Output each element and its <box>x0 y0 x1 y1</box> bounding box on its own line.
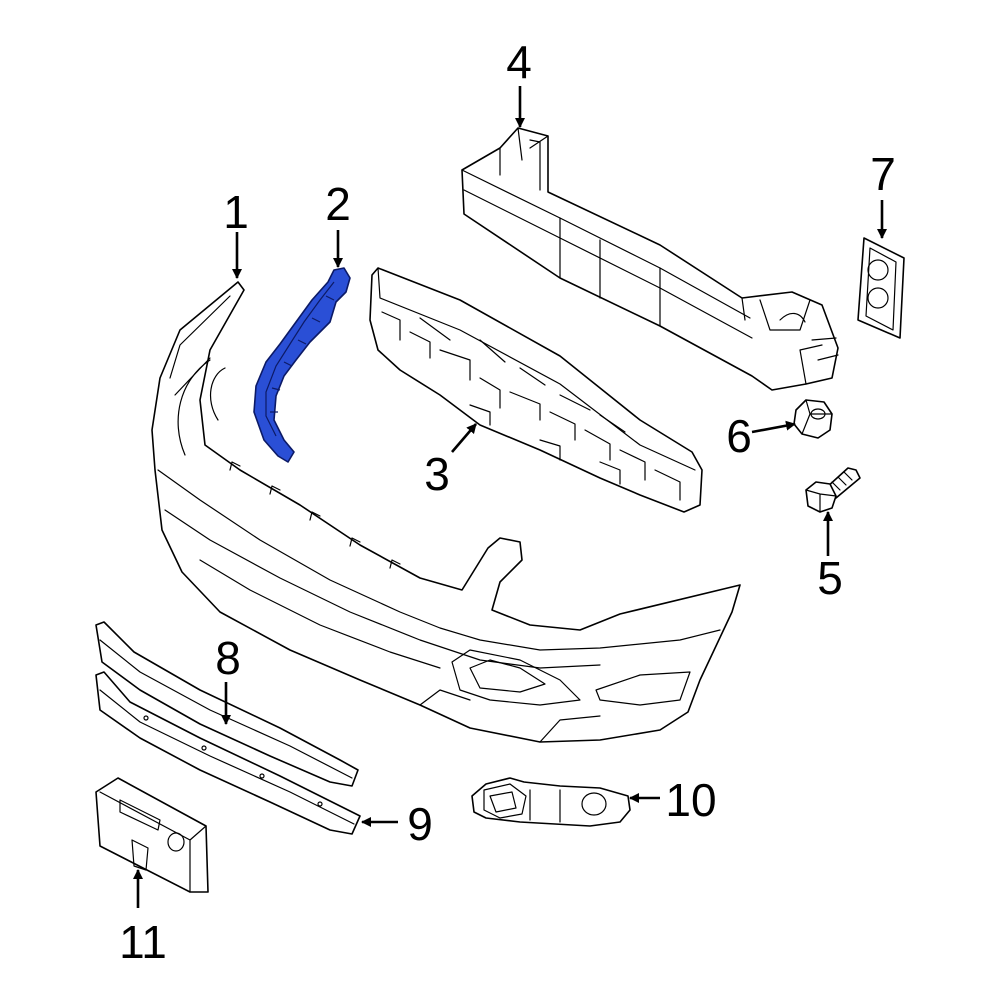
fog-lamp-bezel-part[interactable] <box>471 777 631 827</box>
bumper-cover-part[interactable] <box>151 281 741 743</box>
callout-7: 7 <box>870 148 896 200</box>
nut-part[interactable] <box>793 399 833 439</box>
reinforcement-beam-part[interactable] <box>461 127 839 391</box>
energy-absorber-part[interactable] <box>369 267 703 513</box>
callout-10: 10 <box>665 774 716 826</box>
callout-6: 6 <box>726 410 752 462</box>
callout-11: 11 <box>119 916 167 968</box>
callout-8: 8 <box>215 632 241 684</box>
callout-2: 2 <box>325 178 351 230</box>
leader-arrow-6 <box>751 420 796 434</box>
leader-arrow-3 <box>451 423 477 453</box>
callout-4: 4 <box>506 36 532 88</box>
lower-molding-lower-part[interactable] <box>95 671 361 835</box>
pad-part[interactable] <box>857 237 905 339</box>
bolt-part[interactable] <box>805 467 861 513</box>
callout-3: 3 <box>424 448 450 500</box>
bumper-bracket-part[interactable] <box>253 267 351 463</box>
license-bracket-part[interactable] <box>95 777 209 893</box>
callout-1: 1 <box>223 186 249 238</box>
callout-5: 5 <box>817 552 843 604</box>
callout-9: 9 <box>407 798 433 850</box>
